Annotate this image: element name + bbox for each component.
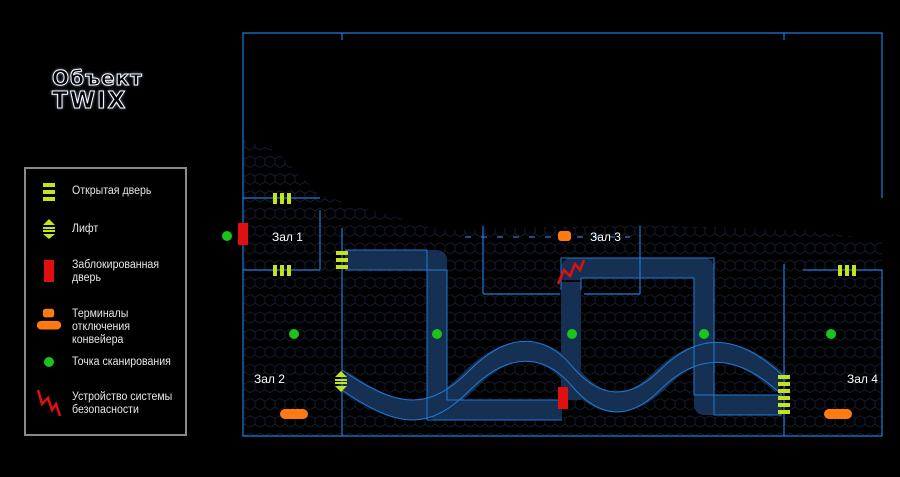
open-door-hall4-top[interactable] (838, 265, 856, 276)
walls (242, 32, 883, 437)
legend-item-scan-point: Точка сканирования (26, 353, 185, 371)
open-door-corridor[interactable] (336, 251, 348, 269)
open-door-hall4-conveyor[interactable] (778, 375, 790, 414)
title-object: Объект (52, 66, 143, 91)
legend-item-terminal: Терминалы отключения конвейера (26, 305, 185, 346)
scan-point-hall4[interactable] (826, 329, 836, 339)
terminal-hall3[interactable] (558, 231, 571, 241)
security-device-icon (36, 387, 62, 419)
elevator-icon (36, 218, 62, 240)
locked-doors (238, 223, 568, 409)
terminals (280, 231, 852, 419)
legend-item-elevator: Лифт (26, 218, 185, 240)
legend-label-terminal: Терминалы отключения конвейера (72, 308, 131, 346)
legend-item-security-device: Устройство системы безопасности (26, 387, 185, 419)
legend-label-open-door: Открытая дверь (72, 185, 152, 197)
map-title: Объект TWIX (52, 66, 182, 115)
room-label-hall-3: Зал 3 (590, 230, 621, 244)
legend-label-scan-point: Точка сканирования (72, 356, 171, 368)
open-doors (273, 193, 856, 414)
legend-label-elevator: Лифт (72, 223, 99, 235)
terminal-hall2[interactable] (280, 409, 308, 419)
legend-label-locked-door: Заблокированная дверь (72, 259, 160, 284)
open-door-hall1-bottom[interactable] (273, 265, 291, 276)
scan-point-conveyor-3[interactable] (699, 329, 709, 339)
locked-door-icon (36, 257, 62, 285)
scan-point-hall2[interactable] (289, 329, 299, 339)
terminal-hall4[interactable] (824, 409, 852, 419)
locked-door-conveyor[interactable] (558, 387, 568, 409)
security-device-marker[interactable] (556, 259, 586, 285)
scan-point-conveyor-2[interactable] (567, 329, 577, 339)
open-door-icon (36, 181, 62, 203)
legend-item-locked-door: Заблокированная дверь (26, 257, 185, 285)
room-label-hall-4: Зал 4 (847, 372, 878, 386)
legend-item-open-door: Открытая дверь (26, 181, 185, 203)
open-door-hall1-top[interactable] (273, 193, 291, 204)
room-label-hall-1: Зал 1 (272, 230, 303, 244)
legend-panel: Открытая дверь Лифт Заблокированная двер… (24, 167, 187, 436)
conveyor-terminal-icon (36, 305, 62, 335)
scan-point-entrance[interactable] (222, 231, 232, 241)
room-label-hall-2: Зал 2 (254, 372, 285, 386)
scan-point-conveyor-1[interactable] (432, 329, 442, 339)
scan-point-icon (36, 353, 62, 371)
elevator-marker[interactable] (335, 371, 347, 392)
scan-points (222, 231, 836, 339)
title-name: TWIX (52, 88, 128, 115)
legend-label-security-device: Устройство системы безопасности (72, 391, 173, 416)
locked-door-hall1[interactable] (238, 223, 248, 245)
